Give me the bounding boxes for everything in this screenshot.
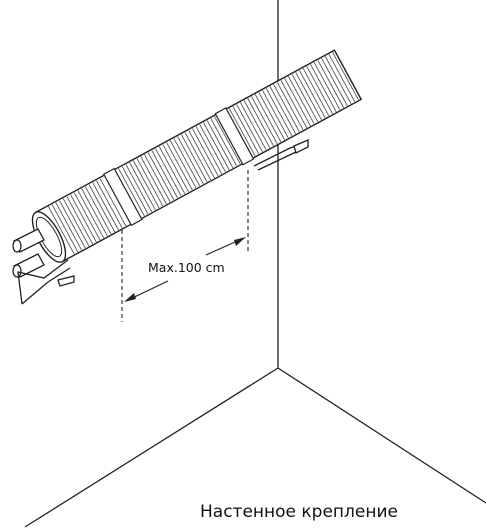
corrugation-ridge bbox=[169, 140, 197, 189]
corrugation-ridge bbox=[262, 90, 289, 139]
corrugation-ridge bbox=[173, 138, 201, 187]
corrugation-ridge bbox=[121, 166, 149, 215]
corrugation-ridge bbox=[280, 80, 308, 128]
corrugation-ridge bbox=[232, 106, 260, 155]
corrugation-ridge bbox=[269, 86, 297, 134]
corrugation-ridge bbox=[118, 168, 145, 217]
corrugation-ridge bbox=[166, 142, 193, 191]
corrugation-ridge bbox=[48, 206, 75, 255]
corrugation-ridge bbox=[332, 52, 359, 100]
corrugation-ridge bbox=[228, 108, 256, 157]
corrugation-ridge bbox=[310, 64, 337, 112]
corrugation-ridge bbox=[96, 180, 123, 229]
corrugation-ridge bbox=[81, 188, 108, 237]
corrugation-ridge bbox=[188, 130, 215, 179]
corrugation-ridge bbox=[177, 136, 204, 185]
corrugation-ridge bbox=[147, 152, 175, 201]
corrugation-ridge bbox=[162, 144, 189, 193]
corrugation-ridge bbox=[291, 74, 319, 122]
corrugation-ridge bbox=[251, 96, 278, 145]
corrugation-ridge bbox=[321, 58, 348, 106]
corrugation-ridge bbox=[155, 148, 182, 197]
corrugation-ridge bbox=[265, 88, 293, 136]
corrugation-ridge bbox=[302, 68, 330, 116]
corrugation-ridge bbox=[59, 200, 86, 249]
corrugation-ridge bbox=[247, 98, 274, 147]
corrugation-ridge bbox=[140, 156, 167, 205]
corrugation-ridge bbox=[243, 100, 271, 149]
corrugation-ridge bbox=[284, 78, 311, 126]
corrugation-ridge bbox=[180, 134, 208, 183]
corrugation-ridge bbox=[306, 66, 333, 114]
corrugation-ridge bbox=[92, 182, 119, 231]
corrugation-ridge bbox=[192, 128, 219, 177]
room-corner-lines bbox=[24, 0, 486, 528]
corrugation-ridge bbox=[240, 102, 267, 151]
corrugation-ridge bbox=[55, 202, 82, 251]
corrugation-ridge bbox=[236, 104, 263, 153]
corrugation-ridge bbox=[132, 160, 160, 209]
corrugation-ridge bbox=[51, 204, 79, 253]
corrugation-ridge bbox=[129, 162, 156, 211]
corrugation-ridge bbox=[328, 54, 356, 102]
corrugation-ridge bbox=[299, 70, 326, 118]
corrugation-ridge bbox=[287, 76, 315, 124]
corrugation-ridge bbox=[125, 164, 153, 213]
corrugation-ridge bbox=[66, 196, 93, 245]
corrugation-ridge bbox=[317, 60, 344, 108]
corrugation-ridge bbox=[199, 124, 226, 173]
corrugation-ridge bbox=[144, 154, 171, 203]
corrugation-ridge bbox=[195, 126, 223, 175]
corrugation-ridge bbox=[203, 122, 230, 171]
corrugation-ridge bbox=[73, 192, 101, 241]
corrugation-ridge bbox=[184, 132, 212, 181]
corrugation-ridge bbox=[70, 194, 97, 243]
caption-wall-mount: Настенное крепление bbox=[200, 502, 398, 522]
corrugation-ridge bbox=[210, 118, 237, 167]
corrugation-ridge bbox=[62, 198, 90, 247]
corrugation-ridge bbox=[84, 186, 112, 235]
corrugation-ridge bbox=[258, 92, 285, 141]
dimension-arrowheads bbox=[124, 237, 246, 302]
corrugation-ridge bbox=[136, 158, 164, 207]
corrugation-ridge bbox=[295, 72, 322, 120]
corrugation-ridge bbox=[77, 190, 105, 239]
corrugation-ridge bbox=[313, 62, 341, 110]
insulated-pipe bbox=[31, 49, 363, 263]
corrugation-ridge bbox=[151, 150, 178, 199]
corrugation-ridge bbox=[158, 146, 186, 195]
max-distance-label: Max.100 cm bbox=[148, 260, 225, 275]
front-bracket bbox=[17, 259, 75, 305]
corrugation-ridge bbox=[276, 82, 304, 130]
corrugation-ridge bbox=[324, 56, 352, 104]
corrugation-ridge bbox=[214, 116, 241, 165]
corrugation-ridge bbox=[99, 178, 127, 227]
corrugation-ridge bbox=[254, 94, 282, 143]
corrugation-ridge bbox=[88, 184, 116, 233]
rear-bracket bbox=[253, 139, 309, 171]
corrugation-ridge bbox=[206, 120, 234, 169]
corrugation-ridge bbox=[273, 84, 300, 132]
inner-pipes bbox=[12, 228, 45, 278]
